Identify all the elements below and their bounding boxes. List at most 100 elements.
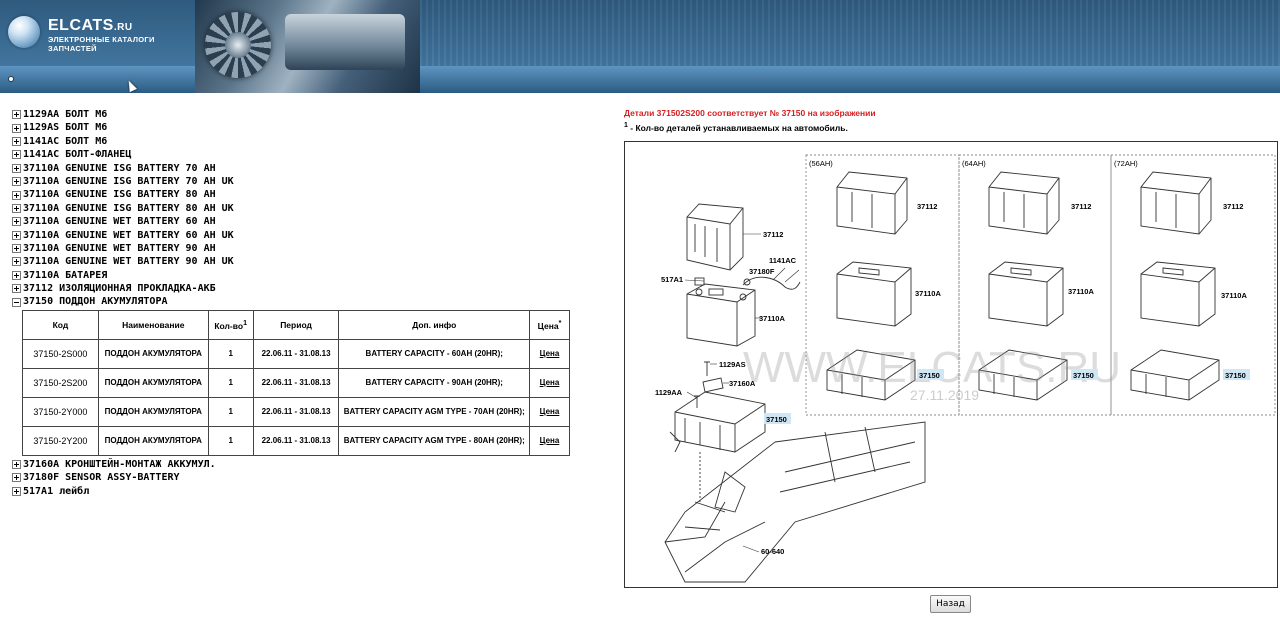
tree-item-code: 37110A <box>23 202 60 214</box>
expand-icon[interactable] <box>12 203 21 213</box>
header-band <box>0 66 1280 93</box>
s1-label-37150[interactable]: 37150 <box>919 371 940 380</box>
table-header-row: Код Наименование Кол-во1 Период Доп. инф… <box>22 309 570 340</box>
cell-code: 37150-2S000 <box>22 338 99 369</box>
s1-cover-ribs <box>851 192 873 228</box>
s1-tray-ribs <box>841 374 863 397</box>
s3-tray-drawing <box>1130 349 1220 401</box>
price-link[interactable]: Цена <box>539 435 560 445</box>
logo-domain: .RU <box>113 22 133 33</box>
diagram-label-517a1[interactable]: 517A1 <box>661 275 683 284</box>
cell-period: 22.06.11 - 31.08.13 <box>252 367 340 398</box>
tree-item-code: 37110A <box>23 189 60 201</box>
expand-icon[interactable] <box>12 244 21 254</box>
tree-item-code: 1129AS <box>23 122 60 134</box>
cell-name: ПОДДОН АКУМУЛЯТОРА <box>97 425 209 456</box>
tree-item-name: БОЛТ M6 <box>65 135 108 147</box>
price-link[interactable]: Цена <box>539 377 560 387</box>
tree-item[interactable]: 37110A GENUINE WET BATTERY 60 AH <box>12 215 612 228</box>
tree-item-name: КРОНШТЕЙН-МОНТАЖ АККУМУЛ. <box>65 458 216 470</box>
expand-icon[interactable] <box>12 163 21 173</box>
s3-label-37110a[interactable]: 37110A <box>1221 291 1247 300</box>
tray-cover-drawing <box>686 203 744 271</box>
s2-cover-drawing <box>988 171 1060 235</box>
tree-item-code: 37150 <box>23 296 54 308</box>
diagram-label-1141ac[interactable]: 1141AC <box>769 256 797 265</box>
diagram-label-37110a[interactable]: 37110A <box>759 314 785 323</box>
expand-icon[interactable] <box>12 123 21 133</box>
s2-label-37112[interactable]: 37112 <box>1071 202 1091 211</box>
diagram-label-37160a[interactable]: 37160A <box>729 379 756 388</box>
s2-tray-edge <box>978 359 1068 400</box>
battery-drawing <box>686 283 756 347</box>
collapse-icon[interactable] <box>12 297 21 307</box>
expand-icon[interactable] <box>12 217 21 227</box>
cell-code: 37150-2S200 <box>22 367 99 398</box>
tree-item-code: 37110A <box>23 216 60 228</box>
expand-icon[interactable] <box>12 270 21 280</box>
expand-icon[interactable] <box>12 257 21 267</box>
tree-item-name: БАТАРЕЯ <box>65 269 108 281</box>
tree-item-name: GENUINE WET BATTERY 60 AH <box>65 216 216 228</box>
s3-label-37150[interactable]: 37150 <box>1225 371 1246 380</box>
expand-icon[interactable] <box>12 190 21 200</box>
s1-label-37110a[interactable]: 37110A <box>915 289 941 298</box>
col-header-period: Период <box>252 309 340 340</box>
diagram-label-37180f[interactable]: 37180F <box>749 267 775 276</box>
s1-tray-drawing <box>826 349 916 401</box>
qty-note: 1 - Кол-во деталей устанавливаемых на ав… <box>624 122 848 133</box>
s3-battery-edge <box>1140 267 1216 326</box>
s2-label-37150[interactable]: 37150 <box>1073 371 1094 380</box>
s3-label-37112[interactable]: 37112 <box>1223 202 1243 211</box>
diagram-label-37150-left[interactable]: 37150 <box>766 415 787 424</box>
tree-item[interactable]: 37110A GENUINE ISG BATTERY 80 AH <box>12 188 612 201</box>
tree-item-name: GENUINE ISG BATTERY 80 AH <box>65 189 216 201</box>
price-link[interactable]: Цена <box>539 348 560 358</box>
diagram-label-1129aa[interactable]: 1129AA <box>655 388 683 397</box>
expand-icon[interactable] <box>12 284 21 294</box>
home-dot-icon[interactable] <box>8 76 14 82</box>
s2-label-37110a[interactable]: 37110A <box>1068 287 1094 296</box>
sensor-cable <box>742 276 801 290</box>
expand-icon[interactable] <box>12 136 21 146</box>
s1-battery-label <box>858 267 880 276</box>
diagram-label-60-640[interactable]: 60-640 <box>761 547 784 556</box>
expand-icon[interactable] <box>12 177 21 187</box>
expand-icon[interactable] <box>12 230 21 240</box>
tree-item-code: 37110A <box>23 229 60 241</box>
expand-icon[interactable] <box>12 110 21 120</box>
tree-item-expanded[interactable]: 37150 ПОДДОН АКУМУЛЯТОРА <box>12 295 612 308</box>
expand-icon[interactable] <box>12 473 21 483</box>
globe-logo-icon[interactable] <box>8 16 40 48</box>
expand-icon[interactable] <box>12 460 21 470</box>
diagram-label-1129as[interactable]: 1129AS <box>719 360 746 369</box>
expand-icon[interactable] <box>12 150 21 160</box>
back-button[interactable]: Назад <box>930 595 971 613</box>
diagram-label-37112[interactable]: 37112 <box>763 230 783 239</box>
section-box-56ah <box>805 154 960 416</box>
expand-icon[interactable] <box>12 486 21 496</box>
cell-code: 37150-2Y200 <box>22 425 99 456</box>
s1-label-37112[interactable]: 37112 <box>917 202 937 211</box>
tree-item-code: 37110A <box>23 242 60 254</box>
s2-cover-edge <box>988 177 1060 234</box>
section-title-56ah: (56AH) <box>809 159 833 168</box>
site-logo[interactable]: ELCATS.RU ЭЛЕКТРОННЫЕ КАТАЛОГИ ЗАПЧАСТЕЙ <box>48 17 155 53</box>
price-link[interactable]: Цена <box>539 406 560 416</box>
